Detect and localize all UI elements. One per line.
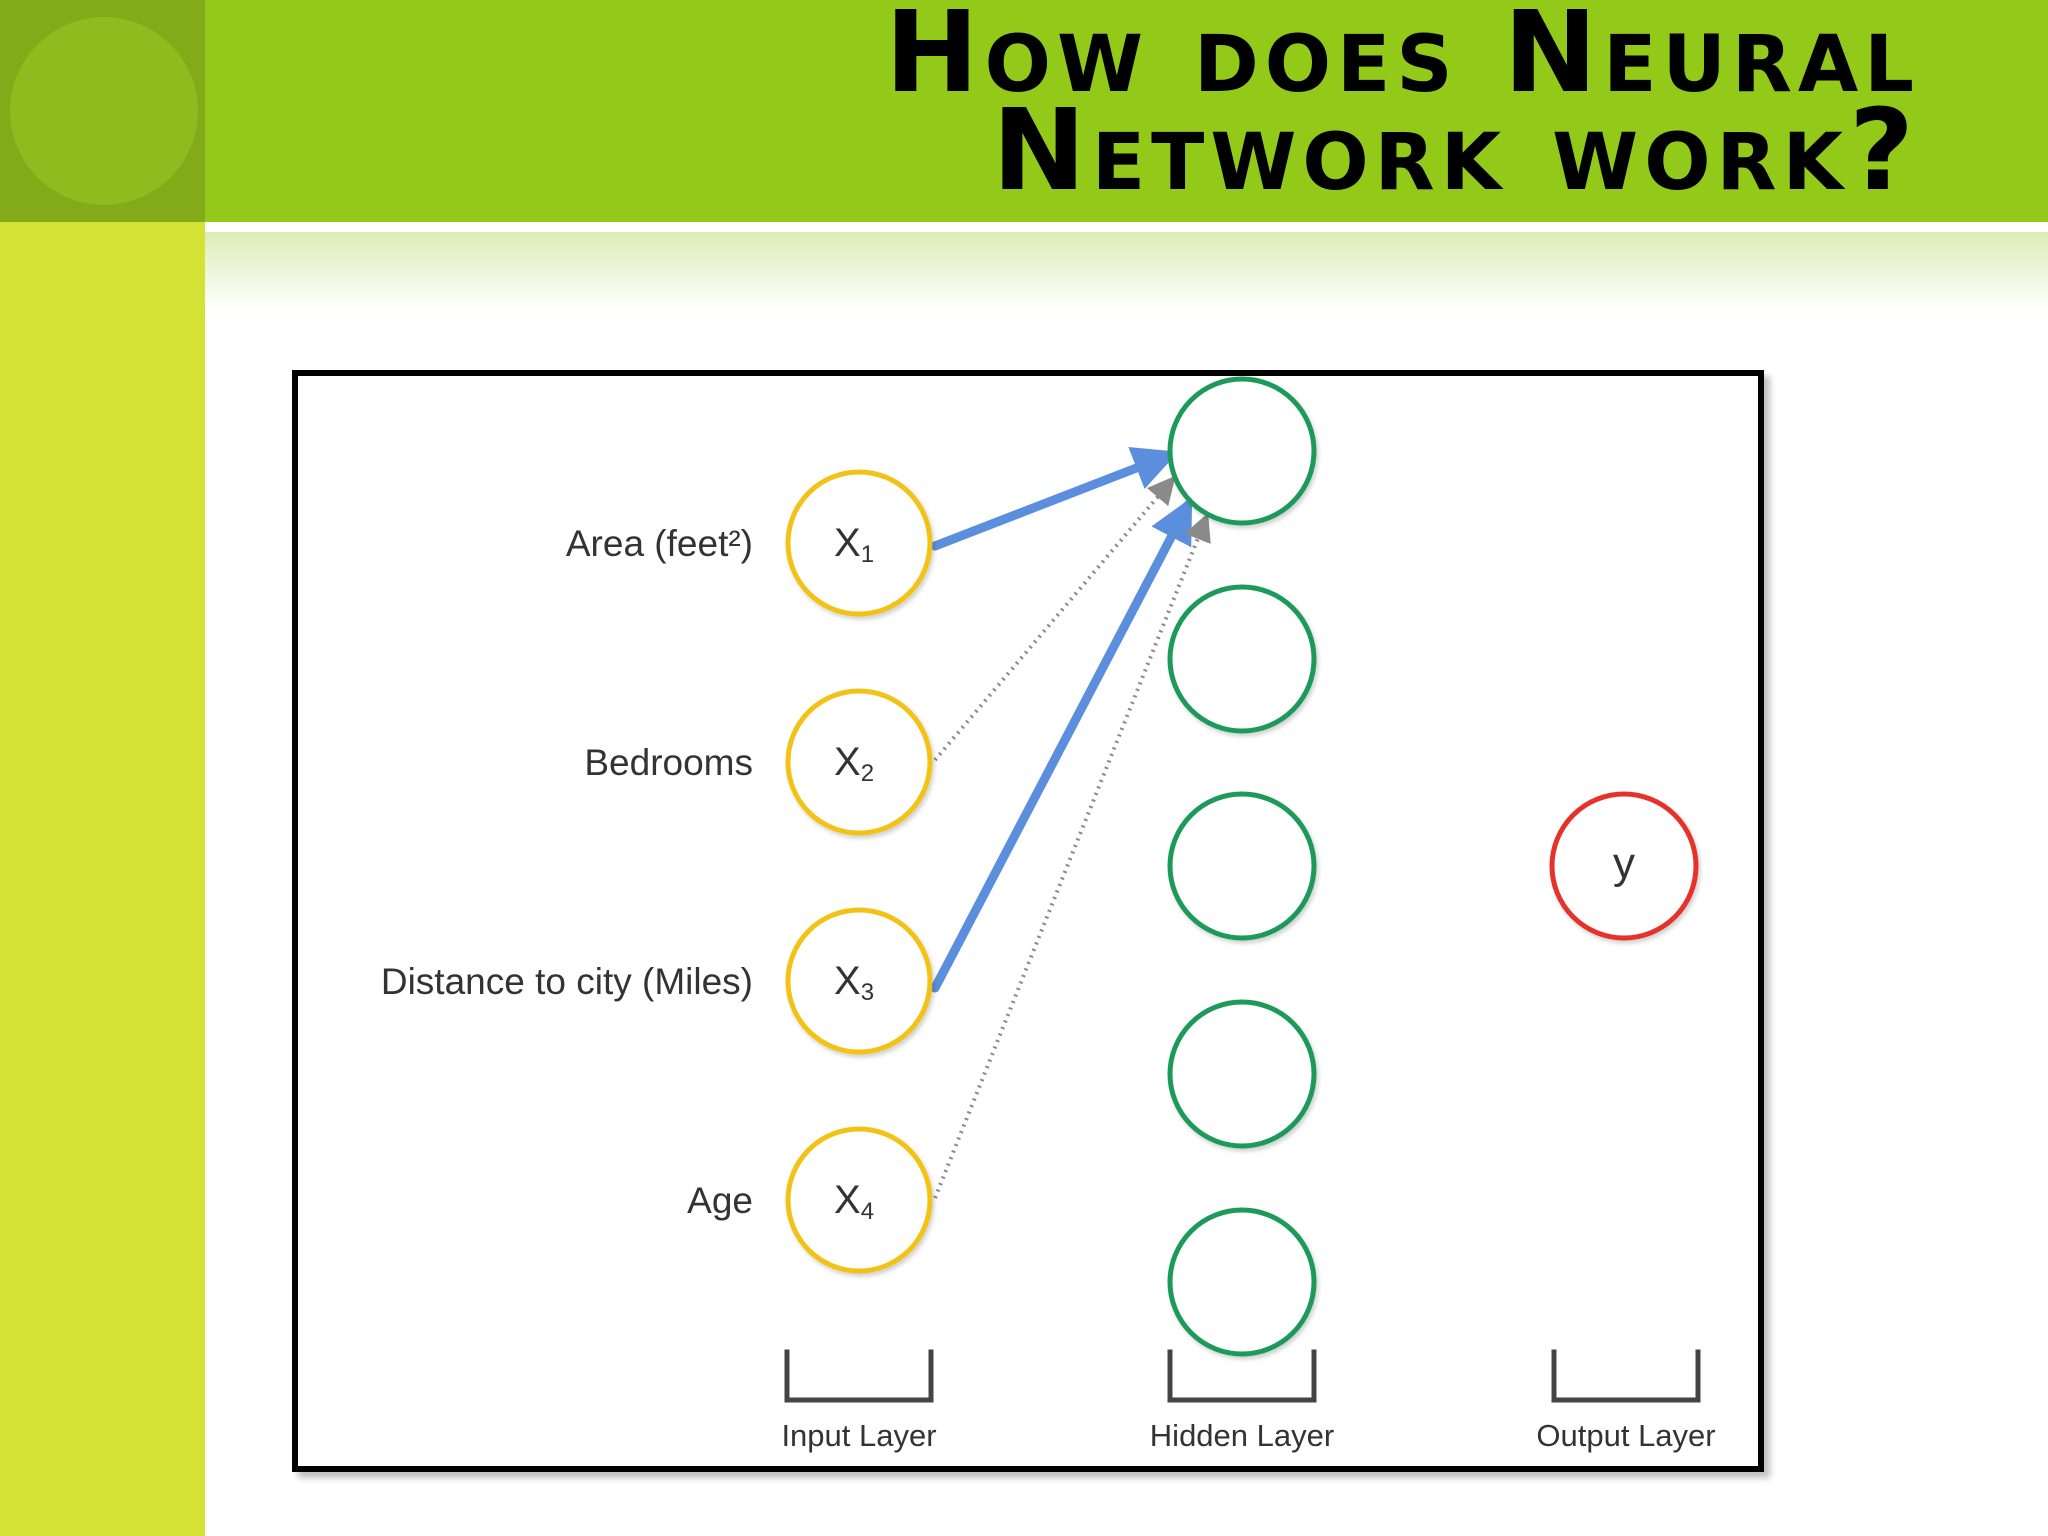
input-symbol-x3: X3	[834, 959, 874, 1006]
input-label-bedrooms: Bedrooms	[584, 742, 753, 783]
input-node-x3	[785, 907, 933, 1055]
input-symbol-x2: X2	[834, 740, 874, 787]
hidden-layer-label: Hidden Layer	[1150, 1418, 1334, 1453]
input-layer-bracket	[784, 1349, 934, 1403]
connection-x3-to-hidden-1	[930, 497, 1193, 993]
diagram-frame	[292, 370, 1764, 1472]
title-band	[205, 0, 2048, 222]
connection-x2-to-hidden-1	[933, 475, 1176, 762]
output-layer-label: Output Layer	[1536, 1418, 1715, 1453]
hidden-node-5	[1167, 1207, 1317, 1357]
sidebar-band	[0, 0, 205, 1536]
header-fade	[205, 232, 2048, 312]
input-symbol-x4: X4	[834, 1178, 874, 1225]
header-divider	[205, 222, 2048, 232]
output-layer-bracket	[1551, 1349, 1701, 1403]
hidden-node-4	[1167, 999, 1317, 1149]
corner-block	[0, 0, 205, 222]
input-label-age: Age	[687, 1180, 753, 1221]
slide-title: How does Neural Network work?	[884, 0, 1920, 216]
input-node-x2	[785, 688, 933, 836]
output-node-y	[1549, 791, 1699, 941]
connections-layer	[930, 447, 1211, 1199]
input-label-area: Area (feet²)	[566, 523, 753, 564]
output-symbol-y: y	[1613, 839, 1635, 888]
connection-x4-to-hidden-1	[933, 512, 1211, 1199]
corner-circle-decoration	[10, 17, 198, 205]
hidden-layer-bracket	[1167, 1349, 1317, 1403]
input-label-distance: Distance to city (Miles)	[381, 961, 753, 1002]
hidden-node-1	[1167, 376, 1317, 526]
hidden-node-2	[1167, 584, 1317, 734]
input-layer-label: Input Layer	[781, 1418, 936, 1453]
input-symbol-x1: X1	[834, 521, 874, 568]
input-node-x1	[785, 469, 933, 617]
connection-x1-to-hidden-1	[930, 447, 1179, 551]
input-node-x4	[785, 1126, 933, 1274]
hidden-node-3	[1167, 791, 1317, 941]
